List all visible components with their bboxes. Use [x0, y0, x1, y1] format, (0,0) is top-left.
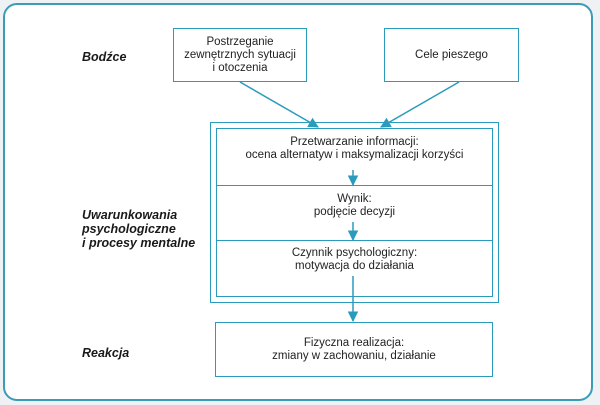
row-label-reaction: Reakcja — [82, 346, 129, 360]
perception-box-line: i otoczenia — [212, 61, 268, 74]
goals-box-text: Cele pieszego — [415, 48, 488, 61]
process-group-outer — [210, 122, 499, 303]
process-group: Przetwarzanie informacji: ocena alternat… — [216, 128, 493, 297]
process-step-1-desc: ocena alternatyw i maksymalizacji korzyś… — [245, 149, 464, 161]
process-step-2: Wynik: podjęcie decyzji — [217, 193, 492, 219]
process-step-2-title: Wynik: — [337, 193, 372, 205]
process-step-2-desc: podjęcie decyzji — [313, 206, 396, 218]
row-label-reaction-text: Reakcja — [82, 346, 130, 360]
row-label-stimuli-text: Bodźce — [82, 50, 127, 64]
row-label-stimuli: Bodźce — [82, 50, 126, 64]
process-step-1-title: Przetwarzanie informacji: — [290, 136, 419, 148]
process-step-3-desc: motywacja do działania — [295, 260, 414, 272]
row-label-conditions-line: Uwarunkowania — [82, 208, 178, 222]
perception-box-line: zewnętrznych sytuacji — [184, 48, 296, 61]
perception-box: Postrzeganie zewnętrznych sytuacji i oto… — [173, 28, 307, 82]
row-label-conditions: Uwarunkowania psychologiczne i procesy m… — [82, 208, 195, 250]
process-step-3-title: Czynnik psychologiczny: — [291, 247, 418, 259]
reaction-box: Fizyczna realizacja: zmiany w zachowaniu… — [215, 322, 493, 377]
goals-box: Cele pieszego — [384, 28, 519, 82]
process-divider — [217, 240, 492, 241]
process-divider — [217, 185, 492, 186]
reaction-box-title: Fizyczna realizacja: — [303, 336, 405, 349]
perception-box-line: Postrzeganie — [206, 35, 274, 48]
row-label-conditions-line: i procesy mentalne — [82, 236, 196, 250]
reaction-box-desc: zmiany w zachowaniu, działanie — [272, 349, 436, 362]
process-step-1: Przetwarzanie informacji: ocena alternat… — [217, 136, 492, 162]
process-step-3: Czynnik psychologiczny: motywacja do dzi… — [217, 247, 492, 273]
row-label-conditions-line: psychologiczne — [82, 222, 176, 236]
